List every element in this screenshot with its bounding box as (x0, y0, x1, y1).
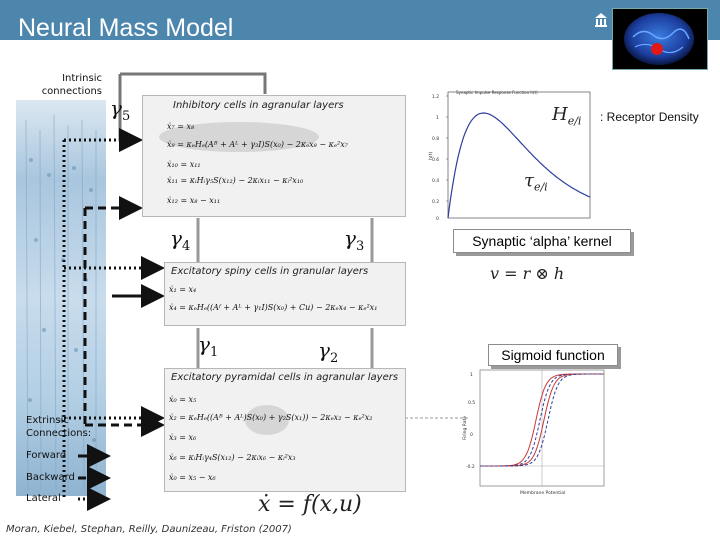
inhibitory-equation: ẋ₈ = κₑHₑ(Aᴮ + Aᴸ + γ₃I)S(x₀) − 2κₑx₈ − … (167, 140, 348, 149)
inhibitory-cells-box: Inhibitory cells in agranular layers ẋ₇ … (142, 95, 406, 217)
legend-lateral-label: Lateral (26, 493, 61, 504)
spiny-cells-box: Excitatory spiny cells in granular layer… (164, 262, 406, 326)
plot-title: Synaptic Impulse Response Function h(t) (456, 90, 538, 95)
pyramidal-equation: ẋ₂ = κₑHₑ((Aᴮ + Aᴸ)S(x₀) + γ₂S(x₁)) − 2κ… (169, 413, 372, 422)
inhibitory-equation: ẋ₇ = x₈ (167, 122, 194, 131)
inhibitory-equation: ẋ₁₀ = x₁₁ (167, 160, 201, 169)
tau-symbol: τe/i (524, 170, 548, 194)
inhibitory-equation: ẋ₁₂ = x₈ − x₁₁ (167, 196, 220, 205)
receptor-density-caption: : Receptor Density (600, 110, 699, 124)
svg-text:0.4: 0.4 (432, 178, 439, 184)
gamma-1-label: γ1 (198, 332, 218, 360)
pyramidal-equation: ẋ₆ = κᵢHᵢγ₄S(x₁₂) − 2κᵢx₆ − κᵢ²x₃ (169, 453, 296, 462)
pyramidal-layer-label: Excitatory pyramidal cells in agranular … (171, 372, 398, 383)
svg-text:0.5: 0.5 (468, 400, 475, 406)
pyramidal-cells-box: Excitatory pyramidal cells in agranular … (164, 368, 406, 492)
intrinsic-connections-label: Intrinsic connections (40, 72, 102, 98)
gamma-3-label: γ3 (344, 226, 364, 254)
svg-text:1: 1 (470, 372, 473, 378)
inhibitory-layer-label: Inhibitory cells in agranular layers (173, 100, 344, 111)
receptor-h-symbol: He/i (552, 104, 581, 128)
legend-backward-label: Backward (26, 472, 75, 483)
sigmoid-yaxis-label: Firing Rate (462, 416, 468, 440)
synaptic-kernel-label: Synaptic ‘alpha’ kernel (453, 229, 631, 253)
pyramidal-equation: ẋ₀ = x₅ (169, 395, 196, 404)
svg-text:1.2: 1.2 (432, 94, 439, 100)
spiny-layer-label: Excitatory spiny cells in granular layer… (171, 266, 368, 277)
sigmoid-xaxis-label: Membrane Potential (520, 490, 565, 496)
svg-text:0.2: 0.2 (432, 199, 439, 205)
pyramidal-equation: ẋ₃ = x₆ (169, 433, 196, 442)
sigmoid-plot: 1 0.5 0 -0.2 Membrane Potential Firing Rate (460, 366, 610, 496)
svg-text:0: 0 (470, 432, 473, 438)
pyramidal-equation: ẋ₀ = x₅ − x₆ (169, 473, 216, 482)
svg-text:0.8: 0.8 (432, 136, 439, 142)
svg-text:h(t): h(t) (428, 152, 434, 160)
gamma-4-label: γ4 (170, 226, 190, 254)
sigmoid-function-label: Sigmoid function (488, 344, 618, 366)
spiny-equation: ẋ₁ = x₄ (169, 285, 196, 294)
legend-forward-label: Forward (26, 450, 66, 461)
inhibitory-equation: ẋ₁₁ = κᵢHᵢγ₅S(x₁₂) − 2κᵢx₁₁ − κᵢ²x₁₀ (167, 176, 303, 185)
citation: Moran, Kiebel, Stephan, Reilly, Daunizea… (6, 524, 292, 535)
extrinsic-connections-label: Extrinsic Connections: (26, 414, 96, 440)
spiny-equation: ẋ₄ = κₑHₑ((Aᶠ + Aᴸ + γ₁I)S(x₀) + Cu) − 2… (169, 303, 377, 312)
gamma-2-label: γ2 (318, 338, 338, 366)
gamma-5-label: γ5 (110, 96, 130, 124)
svg-text:1: 1 (436, 115, 439, 121)
kernel-formula: v = r ⊗ h (490, 264, 564, 283)
svg-text:0: 0 (436, 216, 439, 222)
svg-text:-0.2: -0.2 (466, 464, 475, 470)
main-formula: ẋ = f(x,u) (258, 492, 362, 517)
